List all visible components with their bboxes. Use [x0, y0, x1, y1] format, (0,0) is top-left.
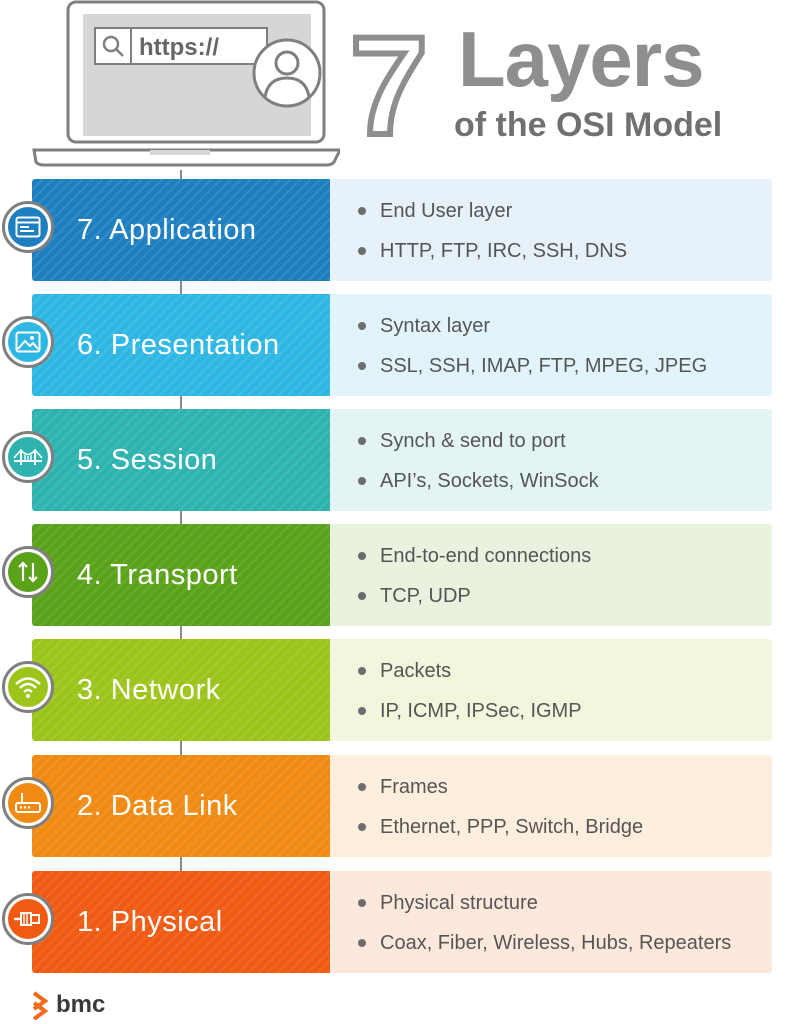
page-title: Layers — [458, 15, 705, 103]
layer-label-block: 3. Network — [32, 639, 330, 741]
layer-label-block: 4. Transport — [32, 524, 330, 626]
layer-data-link: 2. Data Link Frames Ethernet, PPP, Switc… — [2, 755, 772, 857]
bullet-item: Syntax layer — [358, 312, 707, 352]
layer-network: 3. Network Packets IP, ICMP, IPSec, IGMP — [2, 639, 772, 741]
bullet-list: End User layer HTTP, FTP, IRC, SSH, DNS — [358, 197, 627, 277]
layer-details: Physical structure Coax, Fiber, Wireless… — [330, 871, 772, 973]
bullet-item: HTTP, FTP, IRC, SSH, DNS — [358, 237, 627, 277]
layer-presentation: 6. Presentation Syntax layer SSL, SSH, I… — [2, 294, 772, 396]
bullet-item: API’s, Sockets, WinSock — [358, 467, 599, 507]
bullet-item: IP, ICMP, IPSec, IGMP — [358, 697, 582, 737]
router-icon — [15, 793, 41, 813]
bmc-logo-mark-icon — [32, 991, 49, 1020]
layer-details: Syntax layer SSL, SSH, IMAP, FTP, MPEG, … — [330, 294, 772, 396]
layer-details: End-to-end connections TCP, UDP — [330, 524, 772, 626]
layer-icon-badge — [2, 777, 54, 829]
bullet-item: SSL, SSH, IMAP, FTP, MPEG, JPEG — [358, 352, 707, 392]
bullet-list: End-to-end connections TCP, UDP — [358, 542, 591, 622]
layer-session: 5. Session Synch & send to port API’s, S… — [2, 409, 772, 511]
layer-name: 6. Presentation — [77, 329, 280, 361]
bullet-list: Synch & send to port API’s, Sockets, Win… — [358, 427, 599, 507]
bullet-item: TCP, UDP — [358, 582, 591, 622]
layer-details: Frames Ethernet, PPP, Switch, Bridge — [330, 755, 772, 857]
layer-label-block: 6. Presentation — [32, 294, 330, 396]
title-number-seven: 7 — [347, 7, 431, 164]
layer-icon-badge — [2, 316, 54, 368]
bullet-item: Frames — [358, 773, 643, 813]
bullet-list: Frames Ethernet, PPP, Switch, Bridge — [358, 773, 643, 853]
wifi-icon — [15, 677, 41, 698]
bullet-item: Synch & send to port — [358, 427, 599, 467]
image-icon — [15, 331, 41, 353]
layer-name: 3. Network — [77, 674, 221, 706]
page-subtitle: of the OSI Model — [454, 106, 723, 144]
layer-name: 7. Application — [77, 214, 257, 246]
bmc-logo-text: bmc — [56, 991, 106, 1018]
search-icon — [102, 35, 124, 57]
laptop-illustration: https:// — [32, 0, 340, 167]
bullet-item: Ethernet, PPP, Switch, Bridge — [358, 813, 643, 853]
up-down-arrows-icon — [18, 561, 38, 583]
layer-name: 4. Transport — [77, 559, 238, 591]
layer-details: Synch & send to port API’s, Sockets, Win… — [330, 409, 772, 511]
browser-window-icon — [15, 216, 41, 238]
url-text: https:// — [139, 34, 219, 61]
bullet-item: Physical structure — [358, 889, 731, 929]
bmc-logo: bmc — [30, 990, 105, 1020]
layer-details: Packets IP, ICMP, IPSec, IGMP — [330, 639, 772, 741]
layer-transport: 4. Transport End-to-end connections TCP,… — [2, 524, 772, 626]
layer-icon-badge — [2, 431, 54, 483]
layer-name: 5. Session — [77, 444, 218, 476]
layer-label-block: 7. Application — [32, 179, 330, 281]
layer-physical: 1. Physical Physical structure Coax, Fib… — [2, 871, 772, 973]
bullet-list: Packets IP, ICMP, IPSec, IGMP — [358, 657, 582, 737]
layer-icon-badge — [2, 893, 54, 945]
layer-icon-badge — [2, 661, 54, 713]
user-avatar-icon — [252, 38, 322, 108]
layer-application: 7. Application End User layer HTTP, FTP,… — [2, 179, 772, 281]
bullet-item: Coax, Fiber, Wireless, Hubs, Repeaters — [358, 929, 731, 969]
layer-label-block: 5. Session — [32, 409, 330, 511]
layer-label-block: 2. Data Link — [32, 755, 330, 857]
bullet-item: End User layer — [358, 197, 627, 237]
bullet-list: Physical structure Coax, Fiber, Wireless… — [358, 889, 731, 969]
layer-icon-badge — [2, 201, 54, 253]
cable-plug-icon — [14, 912, 40, 926]
layer-label-block: 1. Physical — [32, 871, 330, 973]
bullet-list: Syntax layer SSL, SSH, IMAP, FTP, MPEG, … — [358, 312, 707, 392]
layer-name: 2. Data Link — [77, 790, 238, 822]
bullet-item: End-to-end connections — [358, 542, 591, 582]
bullet-item: Packets — [358, 657, 582, 697]
layer-name: 1. Physical — [77, 906, 223, 938]
layer-details: End User layer HTTP, FTP, IRC, SSH, DNS — [330, 179, 772, 281]
layer-icon-badge — [2, 546, 54, 598]
bridge-icon — [13, 448, 43, 465]
